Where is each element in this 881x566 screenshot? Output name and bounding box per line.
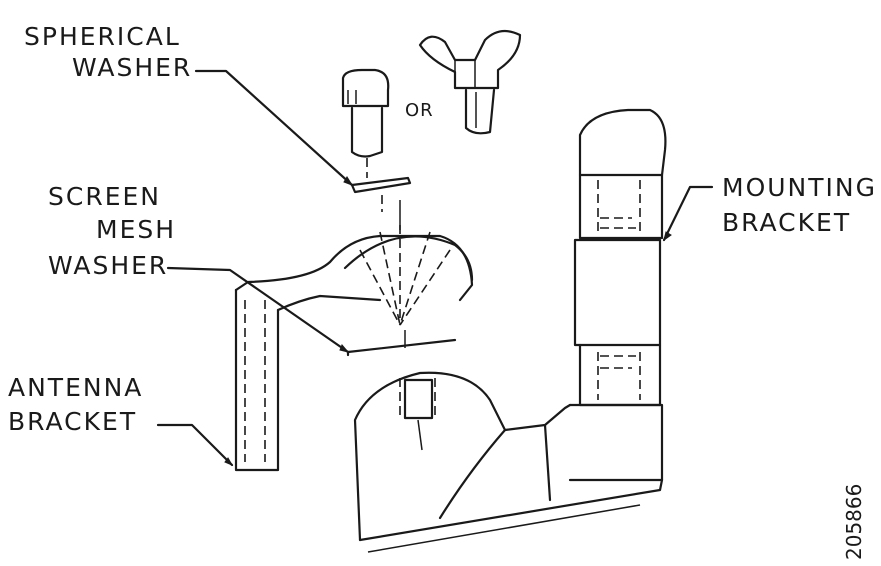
mounting-bracket-label-line2: BRACKET <box>722 208 852 237</box>
mounting-bracket <box>568 108 667 482</box>
or-label: OR <box>405 100 434 121</box>
figure-id: 205866 <box>842 483 866 560</box>
antenna-bracket-label-line1: ANTENNA <box>8 373 144 402</box>
leader-lines <box>156 69 714 467</box>
screen-mesh-washer-label-line1: SCREEN <box>48 182 161 211</box>
spherical-washer <box>350 176 412 212</box>
screen-mesh-washer-label-line3: WASHER <box>48 251 169 280</box>
cap-screw <box>341 68 390 178</box>
base-block <box>353 371 664 553</box>
screen-mesh-washer <box>346 330 457 357</box>
mounting-bracket-label-line1: MOUNTING <box>722 173 877 202</box>
dome-seat <box>343 200 474 326</box>
antenna-bracket <box>234 234 474 472</box>
antenna-bracket-label-line2: BRACKET <box>8 407 138 436</box>
spherical-washer-label-line1: SPHERICAL <box>24 22 181 51</box>
wing-screw <box>418 29 522 135</box>
screen-mesh-washer-label-line2: MESH <box>96 215 177 244</box>
spherical-washer-label-line2: WASHER <box>72 53 193 82</box>
